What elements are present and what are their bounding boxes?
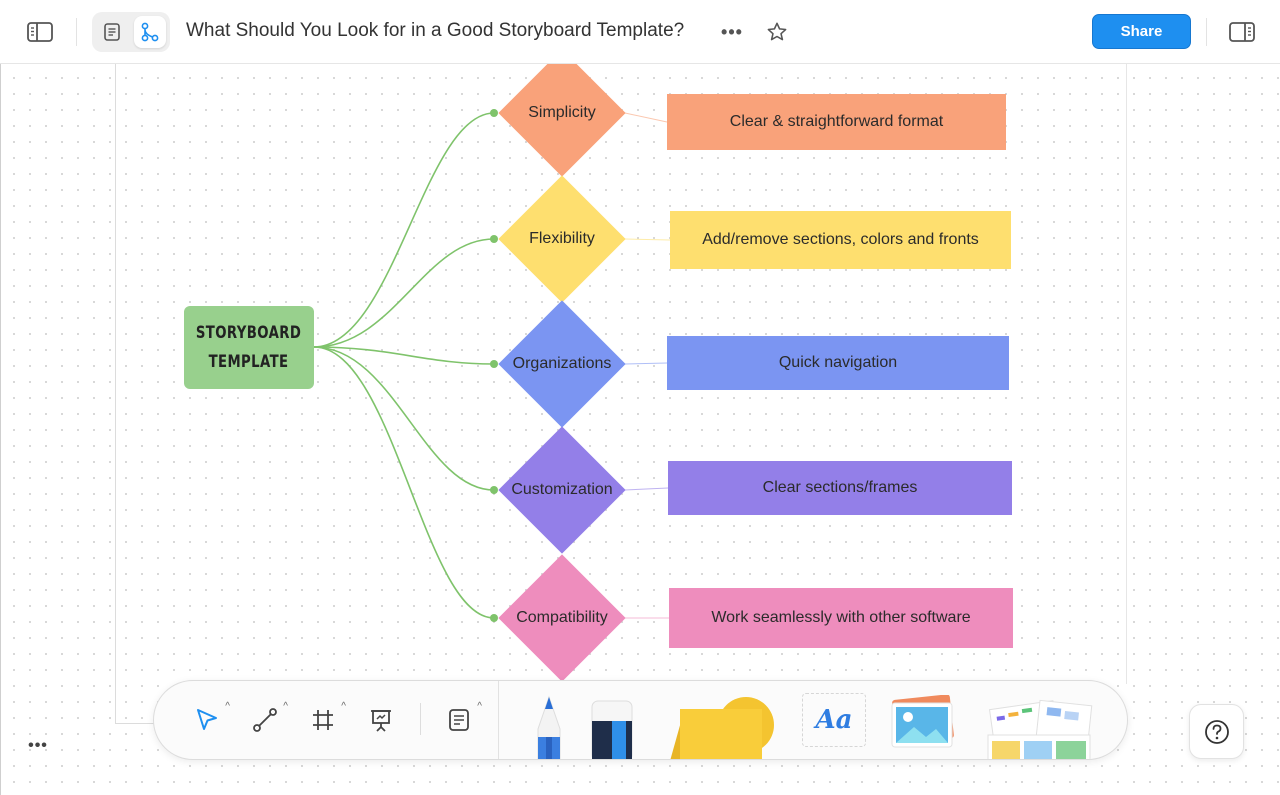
branch-node-label: Flexibility <box>529 230 595 247</box>
connector-line <box>313 346 495 365</box>
frame-hash-icon <box>313 710 333 730</box>
templates-icon <box>987 699 1093 759</box>
shapes-tool[interactable] <box>666 697 776 759</box>
page-title[interactable]: What Should You Look for in a Good Story… <box>186 20 685 41</box>
more-menu-button[interactable]: ••• <box>28 737 48 754</box>
branch-node-label: Organizations <box>512 355 612 372</box>
header-divider <box>76 18 77 46</box>
connector-endpoint[interactable] <box>490 614 498 622</box>
sidebar-right-icon <box>1229 22 1255 42</box>
eraser-tool[interactable] <box>586 699 636 759</box>
detail-card-customization[interactable]: Clear sections/frames <box>668 461 1012 515</box>
connector-line-icon <box>253 708 277 732</box>
connector-endpoint[interactable] <box>490 486 498 494</box>
detail-card-compatibility[interactable]: Work seamlessly with other software <box>669 588 1013 648</box>
detail-link-line <box>624 362 668 365</box>
branch-node-label: Customization <box>511 481 613 498</box>
presentation-icon <box>371 710 391 732</box>
text-aa-icon: Aa <box>815 705 853 735</box>
eraser-icon <box>591 700 633 759</box>
templates-tool[interactable] <box>984 695 1094 759</box>
bottom-toolbar: ^ ^ ^ <box>153 680 1128 760</box>
connector-line <box>313 346 495 491</box>
favorite-button[interactable] <box>760 15 794 49</box>
branch-node-compatibility[interactable]: Compatibility <box>498 554 626 682</box>
more-options-button[interactable]: ••• <box>721 21 743 42</box>
branch-node-flexibility[interactable]: Flexibility <box>498 175 626 303</box>
image-icon <box>891 695 954 748</box>
chevron-up-icon: ^ <box>225 701 230 712</box>
toolbar-divider <box>420 703 421 735</box>
connector-endpoint[interactable] <box>490 109 498 117</box>
mindmap-connectors <box>313 109 671 622</box>
star-icon <box>767 22 787 41</box>
toolbar-section-divider <box>498 681 499 759</box>
connector-endpoint[interactable] <box>490 235 498 243</box>
note-icon <box>449 709 469 731</box>
pen-tool[interactable] <box>532 695 566 759</box>
root-node-label: STORYBOARD TEMPLATE <box>196 322 302 372</box>
document-icon <box>104 23 120 41</box>
view-mode-switch <box>92 12 170 52</box>
header-divider <box>1206 18 1207 46</box>
help-button[interactable] <box>1189 704 1244 759</box>
detail-link-line <box>624 112 668 123</box>
branch-node-label: Compatibility <box>516 609 608 626</box>
sticky-note-tool[interactable]: ^ <box>442 701 482 737</box>
chevron-up-icon: ^ <box>341 701 346 712</box>
image-tool[interactable] <box>888 695 958 751</box>
text-tool[interactable]: Aa <box>802 693 866 747</box>
branch-node-organizations[interactable]: Organizations <box>498 300 626 428</box>
select-tool[interactable]: ^ <box>190 701 230 737</box>
detail-link-line <box>624 238 671 241</box>
question-icon <box>1204 719 1229 744</box>
sidebar-toggle-button[interactable] <box>20 14 60 50</box>
connector-tool[interactable]: ^ <box>248 701 288 737</box>
frame-tool[interactable]: ^ <box>306 701 346 737</box>
frame-border <box>115 723 160 724</box>
mindmap-root-node[interactable]: STORYBOARD TEMPLATE <box>184 306 314 389</box>
pointer-arrow-icon <box>197 709 217 730</box>
mindmap-icon <box>141 22 159 42</box>
sidebar-left-icon <box>27 22 53 42</box>
detail-card-simplicity[interactable]: Clear & straightforward format <box>667 94 1006 150</box>
detail-card-organizations[interactable]: Quick navigation <box>667 336 1009 390</box>
branch-node-label: Simplicity <box>528 104 596 121</box>
connector-endpoint[interactable] <box>490 360 498 368</box>
right-panel-toggle-button[interactable] <box>1224 14 1260 50</box>
branch-node-simplicity[interactable]: Simplicity <box>498 64 626 177</box>
connector-line <box>313 238 495 348</box>
top-bar: What Should You Look for in a Good Story… <box>0 0 1280 64</box>
branch-node-customization[interactable]: Customization <box>498 426 626 554</box>
presentation-tool[interactable] <box>364 703 398 737</box>
whiteboard-mode-button[interactable] <box>134 16 166 48</box>
detail-link-line <box>624 487 669 491</box>
connector-line <box>313 112 495 348</box>
document-mode-button[interactable] <box>96 16 128 48</box>
detail-card-flexibility[interactable]: Add/remove sections, colors and fronts <box>670 211 1011 269</box>
canvas-edge <box>0 64 1 795</box>
connector-line <box>313 346 495 619</box>
chevron-up-icon: ^ <box>477 701 482 712</box>
shapes-icon <box>670 697 774 759</box>
chevron-up-icon: ^ <box>283 701 288 712</box>
share-button[interactable]: Share <box>1092 14 1191 49</box>
pencil-icon <box>537 695 561 759</box>
frame-border <box>115 64 116 724</box>
whiteboard-canvas[interactable]: STORYBOARD TEMPLATE Simplicity Flexibili… <box>0 64 1280 795</box>
frame-border <box>1126 64 1127 684</box>
